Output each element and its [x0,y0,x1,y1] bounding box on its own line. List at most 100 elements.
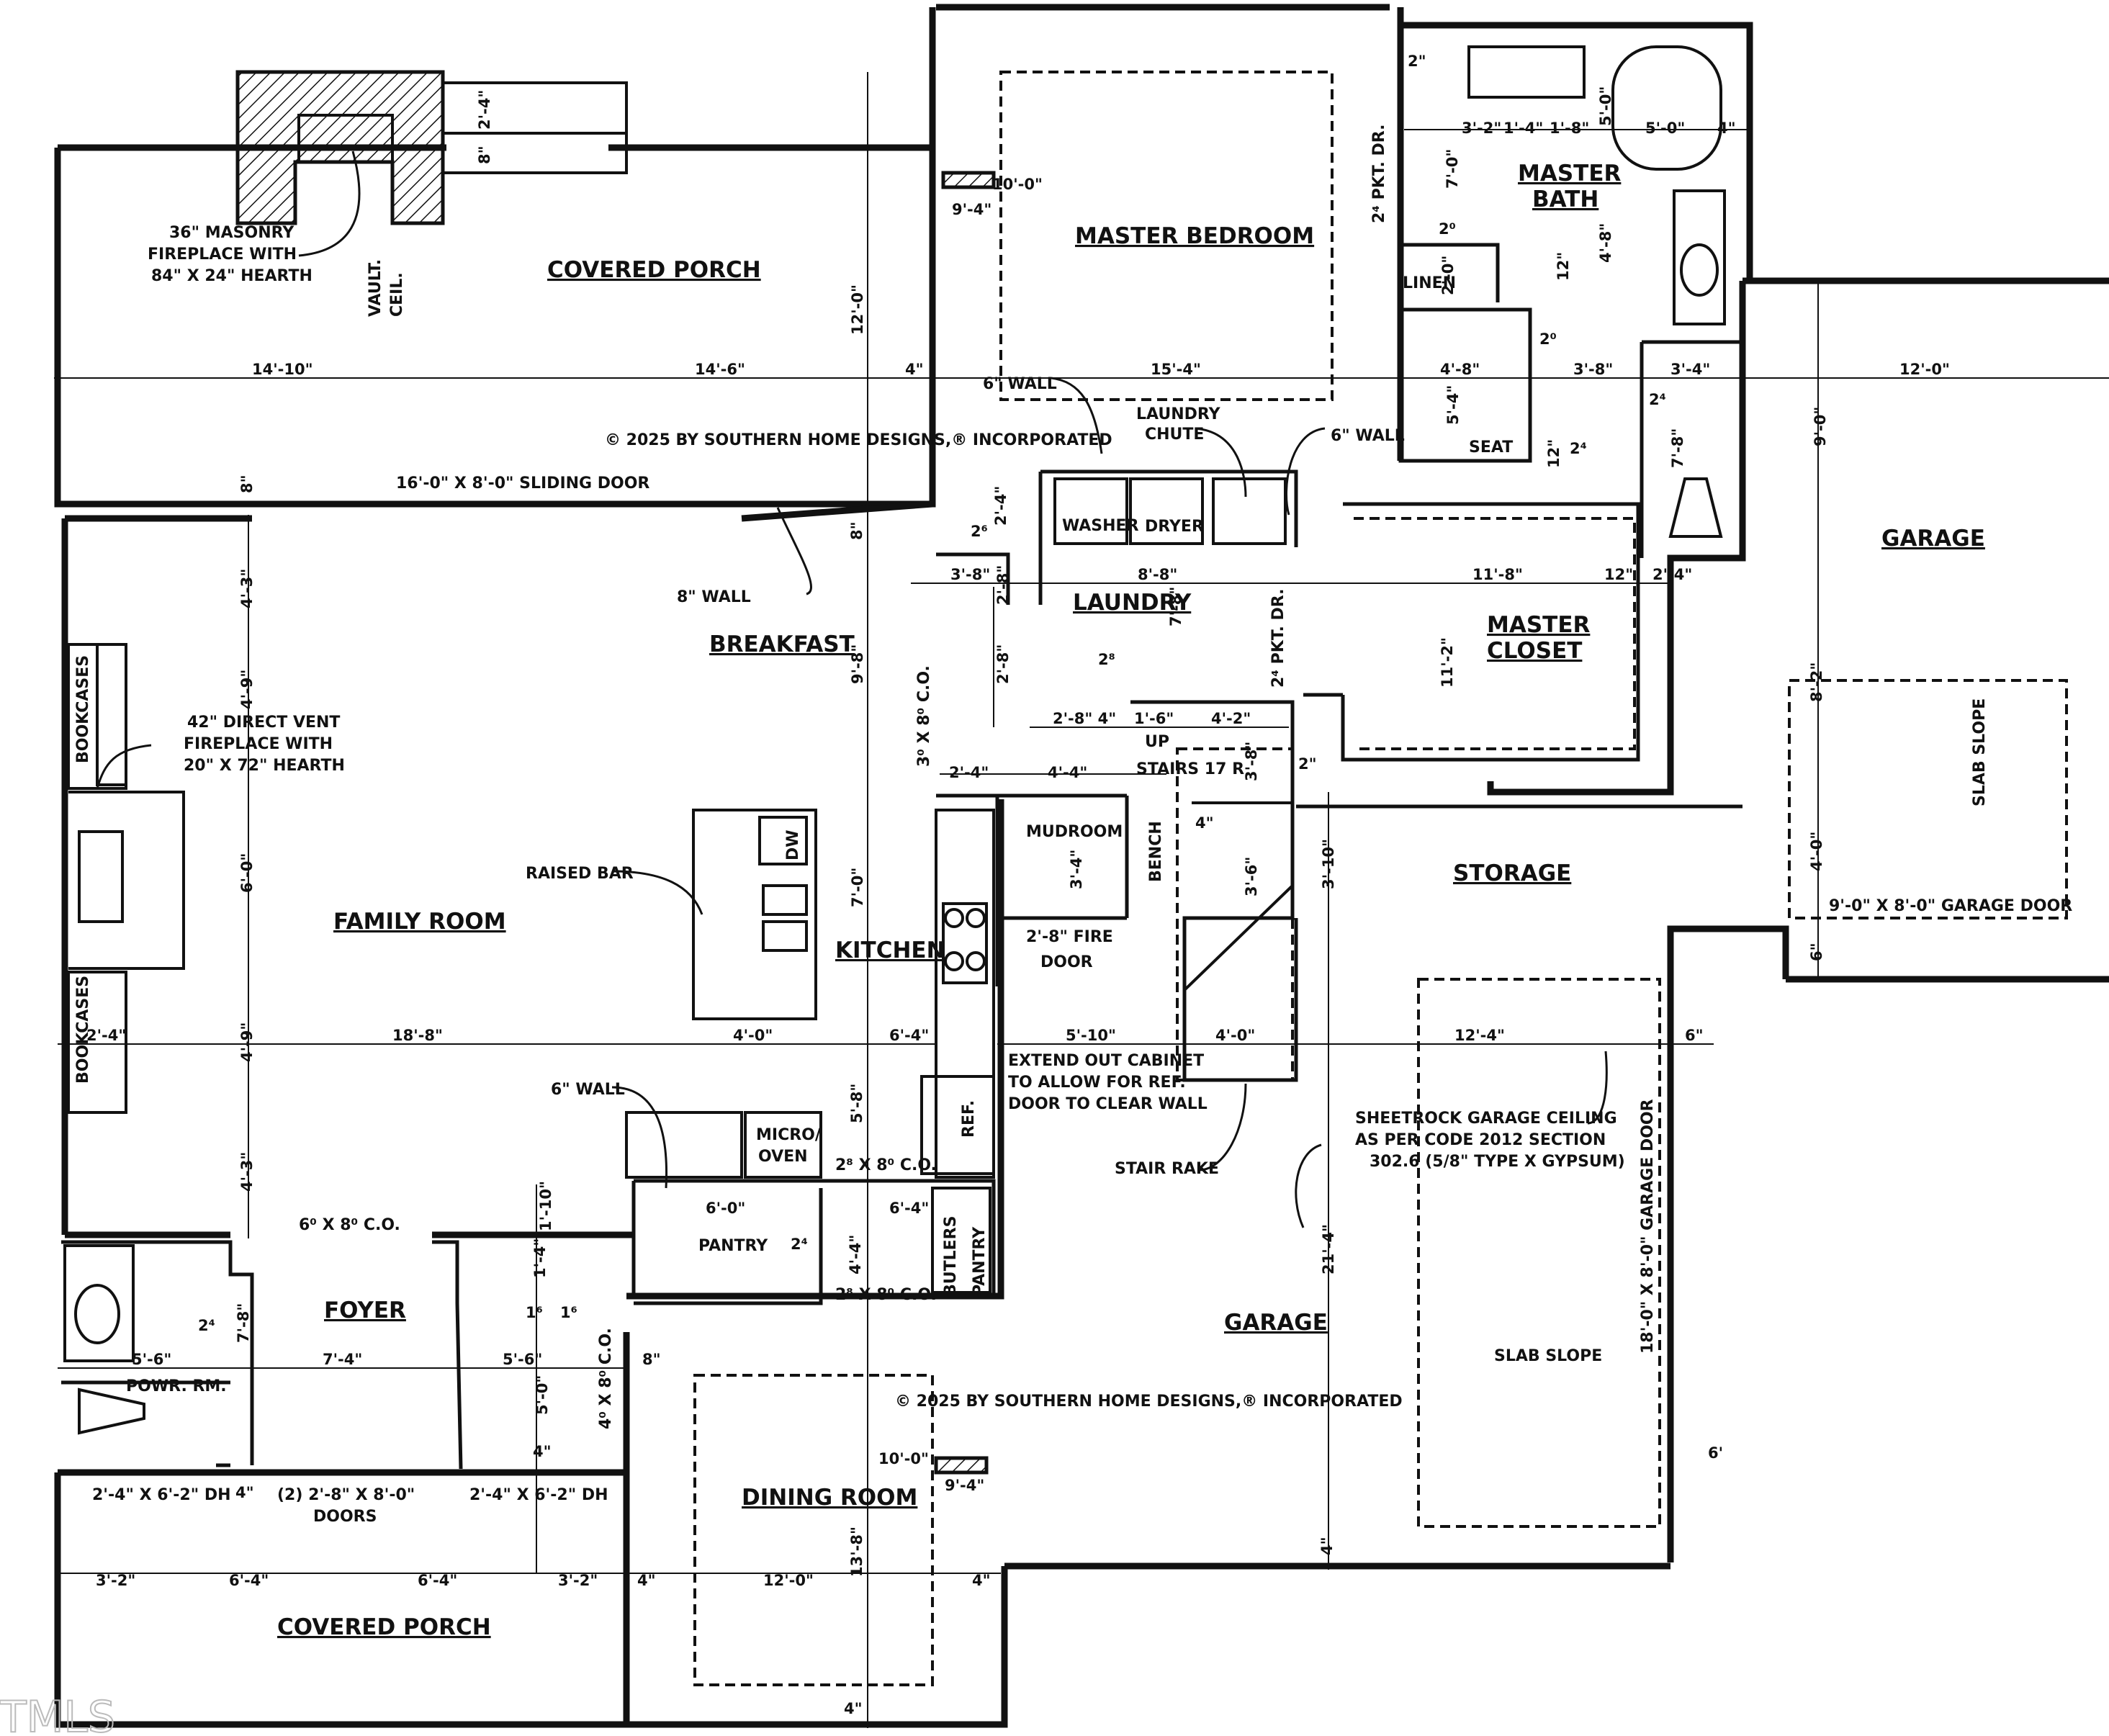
dim-text: 8" [642,1351,661,1368]
dim-text: 10'-0" [878,1450,929,1467]
dim-text: 7'-8" [235,1303,252,1343]
dim-text: 2'-4" [992,486,1009,526]
dim-text: 3'-10" [1320,839,1337,889]
dim-text: 6" [1685,1027,1704,1044]
copyright-top: © 2025 BY SOUTHERN HOME DESIGNS,® INCORP… [605,431,1112,449]
bath-fixtures [1467,45,1726,538]
dim-text: 2" [1298,755,1317,773]
dim-text: 1'-4" [1503,120,1543,137]
room-garage-main: GARAGE [1224,1310,1328,1336]
dim-text: 6'-4" [418,1572,457,1589]
label-co-dining: 4⁰ X 8⁰ C.O. [597,1328,615,1429]
label-washer: WASHER [1062,517,1139,535]
room-master-bath-2: BATH [1532,186,1598,212]
dim-text: 2'-4" [476,90,493,130]
laundry-appliances [1053,477,1287,545]
dim-text: 8" [238,475,256,493]
label-butlers-pantry-1: BUTLERS [942,1216,960,1296]
dim-text: 4" [1195,814,1214,832]
label-co-family: 6⁰ X 8⁰ C.O. [299,1216,400,1234]
label-sliding-door: 16'-0" X 8'-0" SLIDING DOOR [396,475,649,493]
kitchen-counter [920,809,995,1179]
dim-text: 4" [533,1443,552,1460]
dim-text: 12'-0" [1899,361,1950,378]
dim-text: 2⁶ [971,523,988,540]
dim-text: 7'-8" [1167,587,1184,626]
dim-text: 4'-3" [238,569,256,608]
dim-text: 5'-4" [1444,385,1462,425]
dim-text: 2⁴ [198,1317,215,1334]
label-bench: BENCH [1147,821,1165,882]
dim-text: 18'-8" [392,1027,443,1044]
garage-outline [1417,978,1661,1528]
dim-text: 2⁴ [1570,440,1587,457]
dim-text: 12" [1555,252,1572,281]
room-laundry: LAUNDRY [1073,590,1192,616]
label-dw: DW [784,829,802,860]
label-butlers-pantry-2: PANTRY [971,1226,989,1296]
bedroom-ceiling [999,71,1334,401]
dim-text: 2⁰ [1539,330,1557,348]
label-co-pantry: 2⁸ X 8⁰ C.O. [835,1286,937,1304]
room-family-room: FAMILY ROOM [333,909,506,935]
room-covered-porch-rear: COVERED PORCH [547,257,761,283]
label-stair-rake: STAIR RAKE [1115,1160,1219,1178]
dim-text: 4'-2" [1211,710,1251,727]
dim-text: 2⁸ [1098,651,1115,668]
dim-text: 2'-8" 4" [1053,710,1116,727]
dim-text: 4'-0" [733,1027,773,1044]
label-pkt-dr-2: 2⁴ PKT. DR. [1269,589,1287,688]
dim-text: 8'-8" [1138,566,1177,583]
dim-text: 10'-0" [992,176,1043,193]
label-seat: SEAT [1469,439,1513,457]
dim-text: 4'-8" [1597,223,1614,263]
dim-text: 4'-3" [238,1152,256,1192]
dim-text: 1'-4" [531,1238,549,1278]
leader-lines [96,150,1608,1228]
dim-text: 4'-9" [238,1022,256,1062]
dim-text: 5'-10" [1066,1027,1116,1044]
label-wall-6-kitchen: 6" WALL [551,1081,625,1099]
dim-text: 4'-9" [238,670,256,709]
dim-text: 6'-4" [889,1027,929,1044]
dimension-texts: 2'-4" 8" 2" 3'-2" 1'-4" 1'-8" 5'-0" 5'-0… [86,53,1950,1717]
dim-text: 9'-4" [945,1477,984,1494]
dim-text: 7'-0" [849,868,866,907]
dim-text: 3'-8" [1573,361,1613,378]
interior-walls [61,243,1745,1470]
label-up: UP [1145,733,1169,751]
direct-vent-fireplace [67,643,185,1114]
room-mudroom: MUDROOM [1026,823,1123,841]
dim-text: 3'-2" [96,1572,135,1589]
room-foyer: FOYER [324,1297,406,1323]
label-micro-oven: MICRO/OVEN [756,1126,822,1166]
room-storage: STORAGE [1453,860,1571,886]
room-covered-porch-front: COVERED PORCH [277,1614,491,1640]
dim-text: 15'-4" [1151,361,1201,378]
dim-text: 4" [1717,120,1736,137]
dim-text: 5'-6" [132,1351,171,1368]
dim-text: 8" [848,521,865,540]
dim-text: 3'-8" [1243,742,1260,781]
dim-text: 4" [972,1572,991,1589]
dim-text: 14'-10" [252,361,313,378]
dim-text: 4'-0" [1808,832,1825,871]
label-garage-door-side: 9'-0" X 8'-0" GARAGE DOOR [1829,897,2072,915]
room-master-bath-1: MASTER [1518,161,1621,186]
dim-text: 8" [476,145,493,164]
dim-text: 2⁰ [1439,220,1456,238]
dim-text: 4" [637,1572,656,1589]
label-vault-ceil: VAULT.CEIL. [367,259,406,317]
bedroom-hatch [941,171,996,189]
dim-text: 3'-2" [558,1572,598,1589]
dim-text: 2'-0" [1439,256,1457,295]
dim-text: 2⁴ [791,1236,808,1253]
room-pantry: PANTRY [698,1237,768,1255]
dim-text: 13'-8" [848,1526,865,1577]
